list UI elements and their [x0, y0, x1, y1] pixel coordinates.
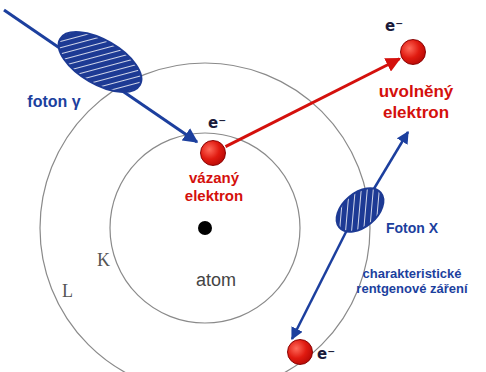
electron-symbol: e⁻ [317, 345, 335, 363]
electron: e⁻uvolněný elektron [400, 39, 426, 65]
x-photon [328, 180, 391, 241]
x-photon-path [372, 132, 408, 192]
nucleus [198, 221, 212, 235]
gamma-photon [49, 20, 151, 104]
atom-label: atom [196, 270, 236, 291]
electron: e⁻vázaný elektron [200, 140, 226, 166]
shell-k [110, 133, 300, 323]
electron-path-arrow [225, 59, 399, 147]
photon-label: Foton X [385, 220, 439, 237]
electron-symbol: e⁻ [208, 114, 226, 132]
shell-l [40, 63, 370, 372]
electron-label: uvolněný elektron [361, 81, 471, 123]
shell-label: L [62, 281, 73, 302]
electron-label: vázaný elektron [169, 169, 259, 205]
electron: e⁻ [287, 339, 313, 365]
photon-label: foton γ [26, 92, 82, 112]
gamma-photon-path [4, 10, 197, 142]
radiation-label: charakteristické rentgenové záření [350, 266, 474, 296]
shell-label: K [97, 250, 110, 271]
electron-symbol: e⁻ [385, 17, 403, 35]
x-photon-source [292, 228, 348, 339]
